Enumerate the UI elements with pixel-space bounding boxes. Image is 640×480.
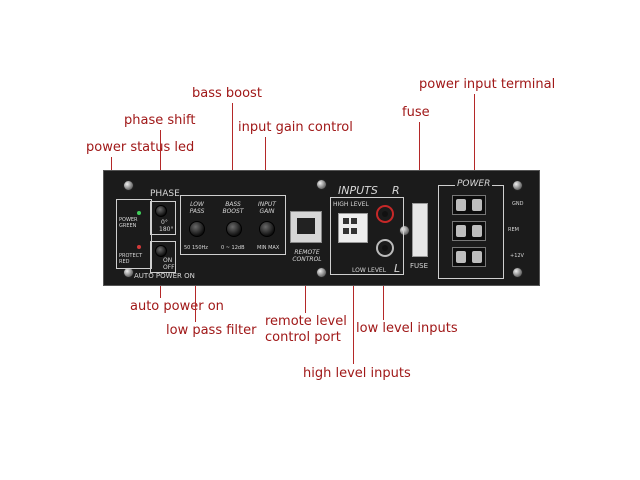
screw-icon [316,267,327,278]
label-low-level: LOW LEVEL [352,267,387,274]
bass-boost-knob[interactable] [226,221,242,237]
high-level-connector[interactable] [338,213,368,243]
label-power: POWER [455,179,493,189]
label-bass-boost: BASS BOOST [222,201,244,215]
screw-icon [123,267,134,278]
label-input-gain-range: MIN MAX [257,245,280,251]
leader-bass-boost [232,103,233,223]
label-low-pass: LOW PASS [189,201,205,215]
rca-left-input[interactable] [376,239,394,257]
remote-control-port[interactable] [290,211,322,243]
inputs-frame [330,197,404,275]
rem-terminal[interactable] [452,221,486,241]
callout-fuse: fuse [402,105,430,120]
callout-auto-power-on: auto power on [130,299,224,314]
callout-bass-boost: bass boost [192,86,262,101]
leader-high-level [353,240,354,364]
label-auto-power-on: AUTO POWER ON [134,272,195,280]
label-plus12v: +12V [510,253,524,259]
leader-low-level [383,252,384,320]
callout-power-status-led: power status led [86,140,195,155]
leader-fuse [419,122,420,214]
knob-section-frame [180,195,286,255]
callout-low-level-inputs: low level inputs [356,321,458,336]
label-fuse: FUSE [410,262,429,270]
phase-switch-knob[interactable] [155,205,167,217]
screw-icon [399,225,410,236]
plus12v-terminal[interactable] [452,247,486,267]
label-bass-boost-range: 0 ~ 12dB [221,245,245,251]
amplifier-panel: POWER GREEN PROTECT RED PHASE 0° 180° ON… [103,170,540,286]
label-phase: PHASE [150,189,180,199]
rca-right-input[interactable] [376,205,394,223]
auto-power-switch[interactable] [150,241,176,273]
callout-power-input-terminal: power input terminal [419,77,556,92]
fuse-holder[interactable] [412,203,428,257]
label-gnd: GND [512,201,524,207]
label-inputs-r: R [392,184,400,197]
callout-remote-level-control-port: remote level control port [265,314,347,345]
label-remote-control: REMOTE CONTROL [292,249,322,263]
label-inputs-l: L [394,262,401,275]
label-high-level: HIGH LEVEL [333,201,369,208]
gnd-terminal[interactable] [452,195,486,215]
label-rem: REM [508,227,519,233]
label-phase-180: 180° [159,226,174,233]
leader-power-terminal [474,94,475,210]
label-low-pass-range: 50 150Hz [184,245,208,251]
input-gain-knob[interactable] [259,221,275,237]
low-pass-knob[interactable] [189,221,205,237]
label-power-green: POWER GREEN [119,217,138,229]
label-protect-red: PROTECT RED [119,253,143,265]
label-on: ON [163,257,173,264]
callout-high-level-inputs: high level inputs [303,366,411,381]
screw-icon [123,180,134,191]
callout-low-pass-filter: low pass filter [166,323,257,338]
label-off: OFF [163,264,175,271]
screw-icon [316,179,327,190]
label-input-gain: INPUT GAIN [258,201,276,215]
protect-led-icon [137,245,141,249]
callout-phase-shift: phase shift [124,113,196,128]
auto-power-switch-knob[interactable] [155,245,167,257]
callout-input-gain-control: input gain control [238,120,353,135]
label-inputs: INPUTS [338,184,378,197]
phase-switch[interactable] [150,201,176,235]
screw-icon [512,267,523,278]
label-phase-0: 0° [161,219,168,226]
screw-icon [512,180,523,191]
power-led-icon [137,211,141,215]
